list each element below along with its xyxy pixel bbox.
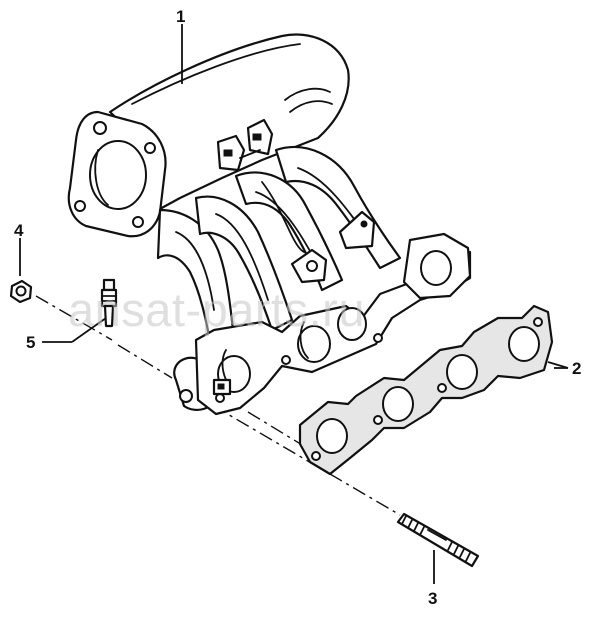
callout-1: 1 <box>176 7 185 26</box>
callout-2: 2 <box>572 359 581 378</box>
stud-bolt <box>396 512 480 568</box>
leader-lines <box>19 24 569 584</box>
intake-manifold <box>67 33 472 416</box>
callout-4: 4 <box>14 221 24 240</box>
flange-nut <box>9 279 33 304</box>
callout-5: 5 <box>26 333 35 352</box>
watermark: ansat-parts.ru <box>68 283 365 336</box>
callout-3: 3 <box>428 589 437 608</box>
manifold-gasket <box>298 304 554 476</box>
